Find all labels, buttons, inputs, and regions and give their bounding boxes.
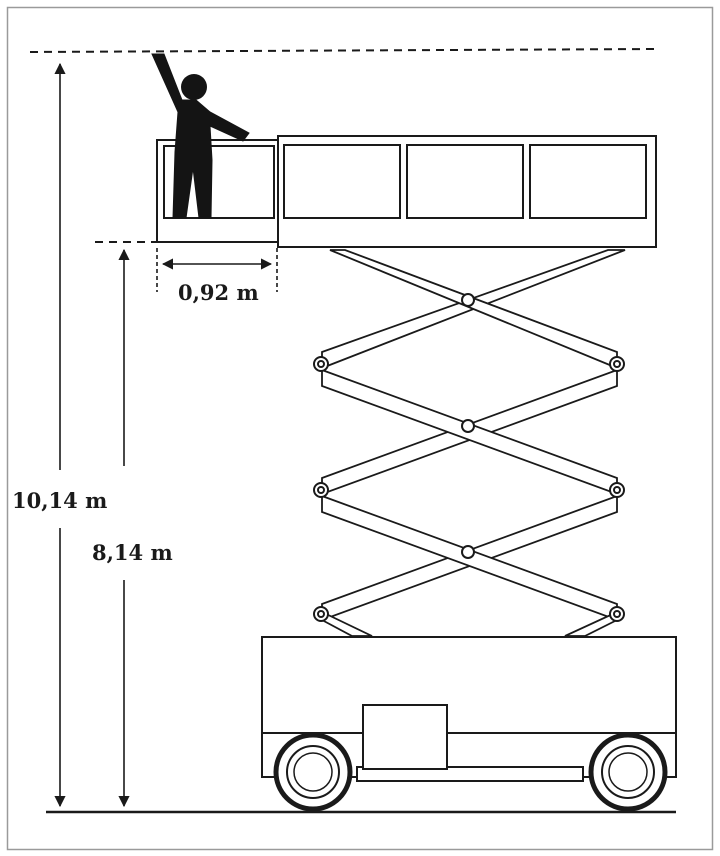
image-frame [6,6,714,851]
scissor-mechanism [321,249,626,637]
top-reference-line [29,48,656,53]
person-silhouette [151,53,250,219]
extension-label: 0,92 m [178,280,259,305]
platform-height-label: 8,14 m [92,540,173,565]
scissor-pivots [313,293,625,622]
base-control-box [362,704,448,770]
work-platform [156,135,657,248]
wheel-left [273,732,353,812]
extension-dimension [156,248,278,292]
total-height-label: 10,14 m [12,488,107,513]
wheel-right [588,732,668,812]
